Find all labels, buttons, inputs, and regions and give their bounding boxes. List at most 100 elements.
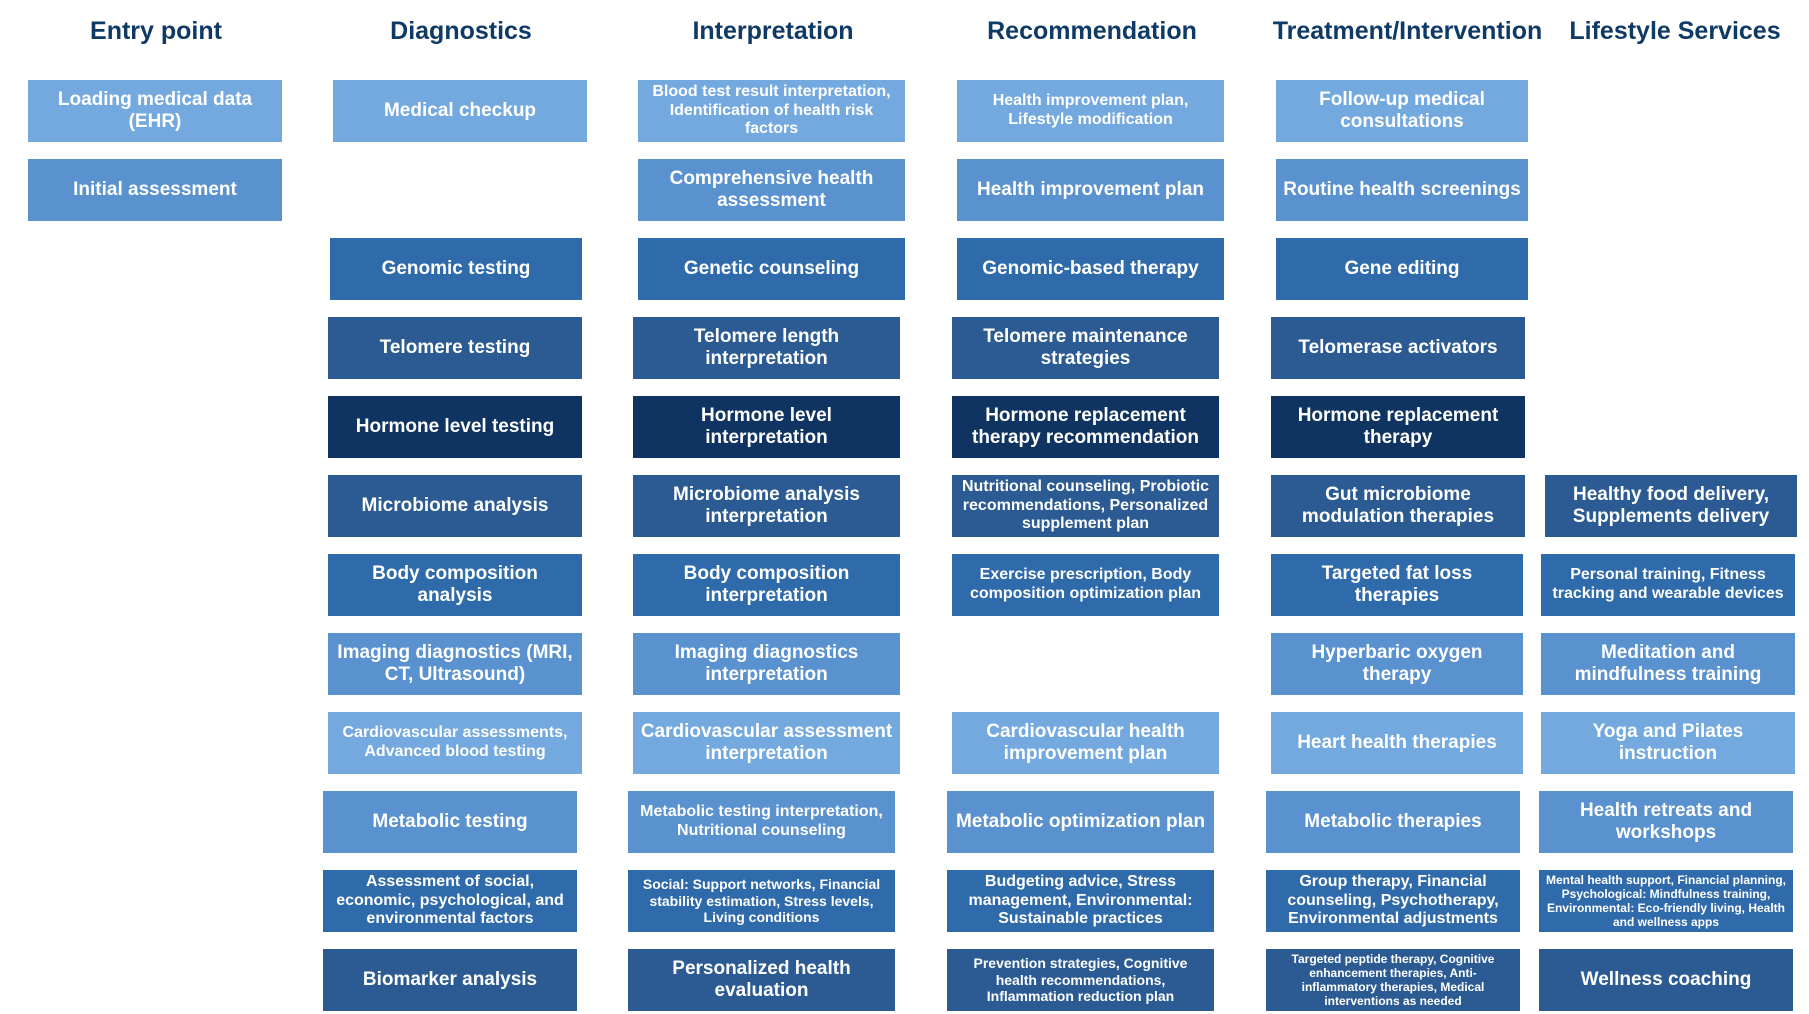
interpretation-blood-test: Blood test result interpretation, Identi… — [638, 80, 905, 142]
header-entry-point: Entry point — [90, 16, 222, 45]
treatment-metabolic: Metabolic therapies — [1266, 791, 1520, 853]
recommendation-metabolic-label: Metabolic optimization plan — [955, 810, 1206, 832]
diagnostics-microbiome-analysis-label: Microbiome analysis — [361, 494, 549, 516]
interpretation-personalized-evaluation: Personalized health evaluation — [628, 949, 895, 1011]
interpretation-body-composition-label: Body composition interpretation — [683, 562, 850, 606]
treatment-hyperbaric: Hyperbaric oxygen therapy — [1271, 633, 1523, 695]
treatment-heart-health-label: Heart health therapies — [1297, 731, 1497, 753]
diagnostics-metabolic-testing-label: Metabolic testing — [372, 810, 528, 832]
diagnostics-social-assessment: Assessment of social, economic, psycholo… — [323, 870, 577, 932]
recommendation-prevention-label: Prevention strategies, Cognitive health … — [973, 954, 1188, 1005]
lifestyle-mental-health: Mental health support, Financial plannin… — [1539, 870, 1793, 932]
diagnostics-body-composition: Body composition analysis — [328, 554, 582, 616]
interpretation-imaging-label: Imaging diagnostics interpretation — [674, 641, 859, 685]
diagnostics-telomere-testing-label: Telomere testing — [379, 336, 531, 358]
interpretation-metabolic-label: Metabolic testing interpretation, Nutrit… — [640, 803, 883, 839]
recommendation-cardiovascular-label: Cardiovascular health improvement plan — [986, 720, 1185, 764]
lifestyle-meditation: Meditation and mindfulness training — [1541, 633, 1795, 695]
lifestyle-yoga-pilates-label: Yoga and Pilates instruction — [1592, 720, 1744, 764]
recommendation-prevention: Prevention strategies, Cognitive health … — [947, 949, 1214, 1011]
lifestyle-meditation-label: Meditation and mindfulness training — [1574, 641, 1762, 685]
lifestyle-wellness-coaching: Wellness coaching — [1539, 949, 1793, 1011]
interpretation-telomere-length: Telomere length interpretation — [633, 317, 900, 379]
diagnostics-imaging-label: Imaging diagnostics (MRI, CT, Ultrasound… — [337, 641, 573, 685]
interpretation-body-composition: Body composition interpretation — [633, 554, 900, 616]
recommendation-health-lifestyle-label: Health improvement plan, Lifestyle modif… — [992, 92, 1189, 128]
recommendation-nutritional: Nutritional counseling, Probiotic recomm… — [952, 475, 1219, 537]
lifestyle-yoga-pilates: Yoga and Pilates instruction — [1541, 712, 1795, 774]
recommendation-hormone-replacement: Hormone replacement therapy recommendati… — [952, 396, 1219, 458]
header-treatment: Treatment/Intervention — [1272, 16, 1543, 45]
treatment-gene-editing-label: Gene editing — [1344, 257, 1460, 279]
diagnostics-hormone-level-testing: Hormone level testing — [328, 396, 582, 458]
recommendation-nutritional-label: Nutritional counseling, Probiotic recomm… — [961, 477, 1210, 533]
lifestyle-personal-training-label: Personal training, Fitness tracking and … — [1552, 566, 1784, 602]
entry-initial-assessment-label: Initial assessment — [73, 178, 237, 200]
interpretation-genetic-counseling-label: Genetic counseling — [683, 257, 860, 279]
recommendation-telomere-strategies: Telomere maintenance strategies — [952, 317, 1219, 379]
recommendation-budgeting: Budgeting advice, Stress management, Env… — [947, 870, 1214, 932]
treatment-peptide-therapy: Targeted peptide therapy, Cognitive enha… — [1266, 949, 1520, 1011]
recommendation-budgeting-label: Budgeting advice, Stress management, Env… — [968, 872, 1193, 928]
lifestyle-health-retreats: Health retreats and workshops — [1539, 791, 1793, 853]
diagnostics-telomere-testing: Telomere testing — [328, 317, 582, 379]
recommendation-exercise-label: Exercise prescription, Body composition … — [969, 566, 1202, 602]
diagnostics-medical-checkup-label: Medical checkup — [383, 99, 537, 121]
treatment-telomerase: Telomerase activators — [1271, 317, 1525, 379]
treatment-heart-health: Heart health therapies — [1271, 712, 1523, 774]
diagnostics-social-assessment-label: Assessment of social, economic, psycholo… — [336, 872, 564, 928]
recommendation-exercise: Exercise prescription, Body composition … — [952, 554, 1219, 616]
diagnostics-body-composition-label: Body composition analysis — [372, 562, 538, 606]
header-diagnostics: Diagnostics — [390, 16, 532, 45]
treatment-routine-screenings: Routine health screenings — [1276, 159, 1528, 221]
interpretation-genetic-counseling: Genetic counseling — [638, 238, 905, 300]
treatment-fat-loss-label: Targeted fat loss therapies — [1321, 562, 1473, 606]
treatment-fat-loss: Targeted fat loss therapies — [1271, 554, 1523, 616]
treatment-telomerase-label: Telomerase activators — [1298, 336, 1498, 358]
treatment-gut-microbiome: Gut microbiome modulation therapies — [1271, 475, 1525, 537]
interpretation-cardiovascular: Cardiovascular assessment interpretation — [633, 712, 900, 774]
treatment-peptide-therapy-label: Targeted peptide therapy, Cognitive enha… — [1291, 951, 1495, 1009]
interpretation-hormone-level-label: Hormone level interpretation — [701, 404, 832, 448]
interpretation-metabolic: Metabolic testing interpretation, Nutrit… — [628, 791, 895, 853]
recommendation-genomic-therapy: Genomic-based therapy — [957, 238, 1224, 300]
treatment-follow-up: Follow-up medical consultations — [1276, 80, 1528, 142]
header-lifestyle: Lifestyle Services — [1569, 16, 1781, 45]
lifestyle-wellness-coaching-label: Wellness coaching — [1580, 968, 1752, 990]
interpretation-social: Social: Support networks, Financial stab… — [628, 870, 895, 932]
entry-loading-medical-data: Loading medical data (EHR) — [28, 80, 282, 142]
recommendation-health-plan: Health improvement plan — [957, 159, 1224, 221]
lifestyle-food-delivery: Healthy food delivery, Supplements deliv… — [1545, 475, 1797, 537]
lifestyle-food-delivery-label: Healthy food delivery, Supplements deliv… — [1572, 483, 1770, 527]
recommendation-health-plan-label: Health improvement plan — [977, 178, 1204, 200]
recommendation-metabolic: Metabolic optimization plan — [947, 791, 1214, 853]
interpretation-imaging: Imaging diagnostics interpretation — [633, 633, 900, 695]
interpretation-telomere-length-label: Telomere length interpretation — [693, 325, 840, 369]
recommendation-health-lifestyle: Health improvement plan, Lifestyle modif… — [957, 80, 1224, 142]
interpretation-microbiome-label: Microbiome analysis interpretation — [673, 483, 860, 527]
diagnostics-hormone-level-testing-label: Hormone level testing — [355, 415, 555, 437]
recommendation-telomere-strategies-label: Telomere maintenance strategies — [983, 325, 1188, 369]
diagnostics-genomic-testing-label: Genomic testing — [381, 257, 531, 279]
interpretation-microbiome: Microbiome analysis interpretation — [633, 475, 900, 537]
lifestyle-mental-health-label: Mental health support, Financial plannin… — [1545, 872, 1786, 930]
interpretation-comprehensive-assessment: Comprehensive health assessment — [638, 159, 905, 221]
treatment-hormone-therapy-label: Hormone replacement therapy — [1297, 404, 1499, 448]
treatment-group-therapy-label: Group therapy, Financial counseling, Psy… — [1287, 872, 1499, 928]
treatment-hormone-therapy: Hormone replacement therapy — [1271, 396, 1525, 458]
entry-initial-assessment: Initial assessment — [28, 159, 282, 221]
treatment-metabolic-label: Metabolic therapies — [1304, 810, 1482, 832]
treatment-gut-microbiome-label: Gut microbiome modulation therapies — [1301, 483, 1495, 527]
diagnostics-medical-checkup: Medical checkup — [333, 80, 587, 142]
interpretation-blood-test-label: Blood test result interpretation, Identi… — [652, 82, 891, 138]
lifestyle-health-retreats-label: Health retreats and workshops — [1579, 799, 1753, 843]
entry-loading-medical-data-label: Loading medical data (EHR) — [57, 88, 253, 132]
treatment-gene-editing: Gene editing — [1276, 238, 1528, 300]
recommendation-hormone-replacement-label: Hormone replacement therapy recommendati… — [972, 404, 1199, 448]
diagnostics-biomarker-analysis: Biomarker analysis — [323, 949, 577, 1011]
recommendation-cardiovascular: Cardiovascular health improvement plan — [952, 712, 1219, 774]
interpretation-social-label: Social: Support networks, Financial stab… — [642, 875, 881, 926]
diagnostics-microbiome-analysis: Microbiome analysis — [328, 475, 582, 537]
header-interpretation: Interpretation — [692, 16, 854, 45]
diagnostics-genomic-testing: Genomic testing — [330, 238, 582, 300]
